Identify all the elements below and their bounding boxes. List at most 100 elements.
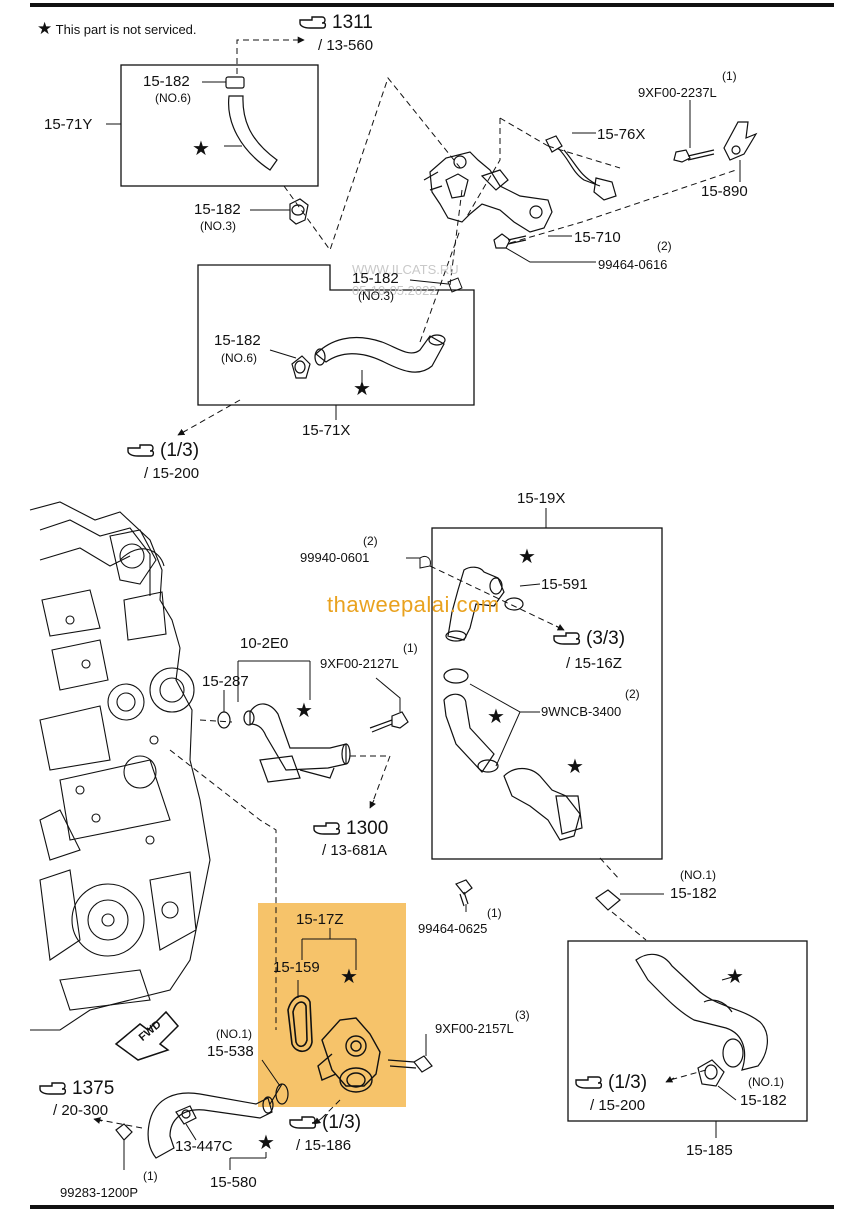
clamp-15-182-no1-bottom <box>697 1059 725 1087</box>
bolt-99464-0625 <box>455 879 473 907</box>
note-text: This part is not serviced. <box>55 22 197 37</box>
ref-1375[interactable]: 1375 <box>38 1078 114 1100</box>
label-15-591[interactable]: 15-591 <box>541 576 588 593</box>
clamp-13-447C <box>175 1105 197 1125</box>
label-15-185[interactable]: 15-185 <box>686 1142 733 1159</box>
not-serviced-star-icon: ★ <box>487 704 505 728</box>
hose-9WNCB-lower <box>443 668 583 841</box>
pointing-hand-icon <box>313 822 341 835</box>
thermostat-housing-15-17Z <box>317 1017 381 1093</box>
clamp-15-182-no1-mid <box>595 889 621 911</box>
pointing-hand-icon <box>553 632 581 645</box>
label-15-182-f[interactable]: 15-182 <box>740 1092 787 1109</box>
label-15-71Y[interactable]: 15-71Y <box>44 116 93 133</box>
label-15-17Z[interactable]: 15-17Z <box>296 911 344 928</box>
ref-1300-number: 1300 <box>346 818 389 839</box>
oring-15-287 <box>217 711 231 729</box>
clamp-15-182-no3 <box>289 198 309 225</box>
bolt-9XF00-2157L <box>387 1055 433 1073</box>
label-15-182-e-no: (NO.1) <box>680 868 716 882</box>
label-15-182-c[interactable]: 15-182 <box>352 270 399 287</box>
ref-1-3-mid-sub: / 15-186 <box>296 1137 352 1154</box>
label-15-182-f-no: (NO.1) <box>748 1075 784 1089</box>
label-15-182-a-no: (NO.6) <box>155 91 191 105</box>
not-serviced-star-icon: ★ <box>295 698 313 722</box>
label-9WNCB-3400[interactable]: 9WNCB-3400 <box>541 704 622 719</box>
pipe-10-2E0 <box>243 703 351 783</box>
label-99464-0625-qty: (1) <box>487 906 502 920</box>
label-99464-0625[interactable]: 99464-0625 <box>418 921 488 936</box>
pointing-hand-icon <box>127 444 155 457</box>
label-15-710[interactable]: 15-710 <box>574 229 621 246</box>
not-serviced-star-icon: ★ <box>340 964 358 988</box>
label-9XF00-2157L-qty: (3) <box>515 1008 530 1022</box>
pointing-hand-icon <box>575 1076 603 1089</box>
pointing-hand-icon <box>299 16 327 29</box>
label-15-76X[interactable]: 15-76X <box>597 126 646 143</box>
hose-15-71Y <box>225 76 278 171</box>
bolt-99464-0616 <box>493 233 527 249</box>
bolt-9XF00-2237L <box>673 149 715 163</box>
label-15-182-e[interactable]: 15-182 <box>670 885 717 902</box>
label-9XF00-2127L-qty: (1) <box>403 641 418 655</box>
water-pump-assembly-top <box>423 151 553 233</box>
ref-3-3-sub: / 15-16Z <box>566 655 622 672</box>
ref-1-3-bottom-number: (1/3) <box>608 1072 648 1093</box>
label-9XF00-2237L[interactable]: 9XF00-2237L <box>638 85 717 100</box>
label-99464-0616[interactable]: 99464-0616 <box>598 257 668 272</box>
label-99283-qty: (1) <box>143 1169 158 1183</box>
label-15-182-b[interactable]: 15-182 <box>194 201 241 218</box>
ref-1-3-mid[interactable]: (1/3) <box>288 1112 361 1134</box>
label-15-890[interactable]: 15-890 <box>701 183 748 200</box>
ref-1-3-bottom[interactable]: (1/3) <box>574 1072 647 1094</box>
harness-15-76X <box>545 135 617 201</box>
label-10-2E0[interactable]: 10-2E0 <box>240 635 289 652</box>
label-15-159[interactable]: 15-159 <box>273 959 320 976</box>
label-15-71X[interactable]: 15-71X <box>302 422 351 439</box>
box-15-71Y <box>120 64 319 187</box>
label-15-182-d[interactable]: 15-182 <box>214 332 261 349</box>
label-15-538[interactable]: 15-538 <box>207 1043 254 1060</box>
ref-1-3-top-number: (1/3) <box>160 440 200 461</box>
ref-1375-sub: / 20-300 <box>53 1102 109 1119</box>
engine-block <box>29 501 211 1031</box>
not-serviced-star-icon: ★ <box>192 136 210 160</box>
bottom-border <box>30 1205 834 1209</box>
label-9WNCB-3400-qty: (2) <box>625 687 640 701</box>
ref-3-3[interactable]: (3/3) <box>552 628 625 650</box>
label-15-287[interactable]: 15-287 <box>202 673 249 690</box>
label-9XF00-2157L[interactable]: 9XF00-2157L <box>435 1021 514 1036</box>
label-15-580[interactable]: 15-580 <box>210 1174 257 1191</box>
top-border <box>30 3 834 7</box>
label-13-447C[interactable]: 13-447C <box>175 1138 233 1155</box>
hose-15-71X <box>314 334 446 373</box>
ref-1375-number: 1375 <box>72 1078 115 1099</box>
label-9XF00-2127L[interactable]: 9XF00-2127L <box>320 656 399 671</box>
pointing-hand-icon <box>39 1082 67 1095</box>
pointing-hand-icon <box>289 1116 317 1129</box>
ref-1-3-mid-number: (1/3) <box>322 1112 362 1133</box>
gasket-15-159 <box>287 995 313 1053</box>
box-15-19X <box>431 527 663 860</box>
label-99940-0601[interactable]: 99940-0601 <box>300 550 370 565</box>
label-15-182-c-no: (NO.3) <box>358 289 394 303</box>
label-99283-1200P[interactable]: 99283-1200P <box>60 1185 139 1200</box>
ref-1-3-top[interactable]: (1/3) <box>126 440 199 462</box>
label-15-182-d-no: (NO.6) <box>221 351 257 365</box>
not-serviced-star-icon: ★ <box>566 754 584 778</box>
label-15-19X[interactable]: 15-19X <box>517 490 566 507</box>
thermostat-hose-upper <box>445 566 524 642</box>
ref-1311-sub: / 13-560 <box>318 37 374 54</box>
ref-1300[interactable]: 1300 <box>312 818 388 840</box>
label-15-182-a[interactable]: 15-182 <box>143 73 190 90</box>
bracket-15-890 <box>723 121 758 161</box>
box-15-185 <box>567 940 808 1122</box>
fwd-arrow <box>114 1010 180 1061</box>
not-serviced-star-icon: ★ <box>726 964 744 988</box>
label-9XF00-2237L-qty: (1) <box>722 69 737 83</box>
ilcats-watermark-date: 05-10-05.2022 <box>352 283 437 298</box>
highlight-box <box>258 903 406 1107</box>
label-99940-0601-qty: (2) <box>363 534 378 548</box>
ref-1311[interactable]: 1311 <box>298 12 373 34</box>
